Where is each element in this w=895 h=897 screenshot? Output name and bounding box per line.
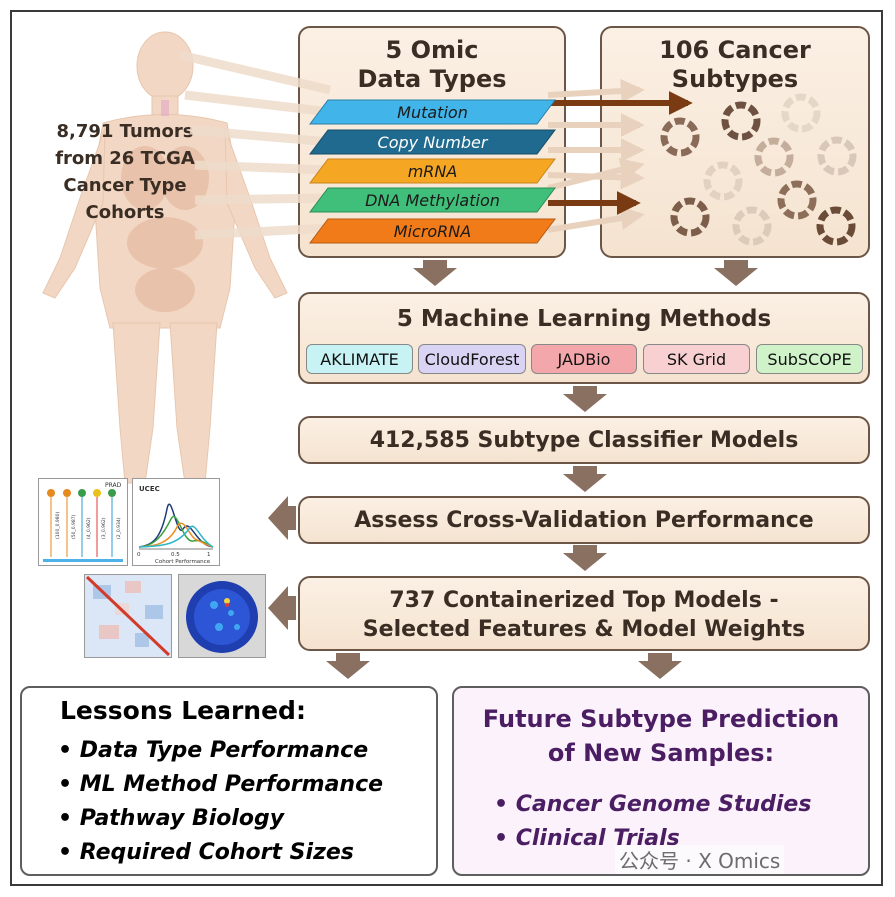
future-title-line1: Future Subtype Prediction [482,705,840,733]
lessons-item: • Required Cohort Sizes [58,840,354,865]
down-arrow [326,653,370,679]
prad-value: (4_0.962) [86,517,92,539]
omic-box-title-line2: Data Types [357,65,507,93]
subtype-ring [781,93,821,133]
prad-value: (3_0.962) [101,517,107,539]
prad-value: (2_0.934) [116,517,122,539]
top-models-line1: 737 Containerized Top Models - [389,588,779,613]
omic-box-title-line1: 5 Omic [385,36,479,64]
assess-performance-box: Assess Cross-Validation Performance [298,496,870,544]
subtype-rings [660,93,857,246]
ucec-performance-thumbnail: UCEC 0 0.5 1 Cohort Performance [132,478,220,566]
subtype-box-title-line1: 106 Cancer [659,36,811,64]
subtype-box-title-line2: Subtypes [671,65,799,93]
tumors-caption: 8,791 Tumors from 26 TCGA Cancer Type Co… [55,121,195,223]
subtype-ring [721,101,761,141]
subtype-ring [660,117,700,157]
prad-performance-thumbnail: PRAD (100_0.980) (50_0.987) (4_0.962) (3… [38,478,128,566]
future-title: Future Subtype Prediction of New Samples… [454,702,868,770]
subtype-ring [670,197,710,237]
subtype-ring [732,206,772,246]
lessons-learned-panel: Lessons Learned: • Data Type Performance… [20,686,438,876]
ml-method-aklimate: AKLIMATE [306,344,413,374]
correlation-heatmap-thumbnail [84,574,172,658]
future-item: • Cancer Genome Studies [494,792,812,817]
subtype-ring [754,137,794,177]
feature-network-thumbnail [178,574,266,658]
ml-method-cloudforest: CloudForest [418,344,526,374]
future-prediction-panel: Future Subtype Prediction of New Samples… [452,686,870,876]
down-arrow [714,260,758,286]
down-arrow [563,386,607,412]
subtype-ring [816,206,856,246]
omic-label-dna-methylation: DNA Methylation [365,190,500,210]
lessons-item: • Data Type Performance [58,738,369,763]
omic-label-microrna: MicroRNA [393,221,472,241]
left-arrow [268,496,296,540]
omic-bar-mutation [309,99,556,125]
subtype-ring [777,180,817,220]
omic-bar-copy-number [309,129,556,155]
ml-method-sk-grid: SK Grid [643,344,750,374]
ml-methods-title: 5 Machine Learning Methods [396,306,772,332]
ucec-label: UCEC [139,485,160,493]
ucec-tick: 0 [137,552,141,558]
omic-bar-mrna [309,158,556,184]
ml-method-jadbio: JADBio [531,344,637,374]
watermark: 公众号 · X Omics [615,845,785,874]
omic-bar-dna-methylation [309,187,556,213]
ucec-tick: 0.5 [171,552,180,558]
down-arrow [563,466,607,492]
prad-label: PRAD [105,482,122,489]
data-flow-rays [178,50,693,240]
left-arrow [268,586,296,630]
down-arrow [563,545,607,571]
prad-value: (100_0.980) [55,512,61,539]
lessons-item: • Pathway Biology [58,806,285,831]
lessons-list: • Data Type Performance • ML Method Perf… [58,734,383,870]
subtype-ring [817,136,857,176]
omic-label-mutation: Mutation [397,102,468,122]
classifier-models-label: 412,585 Subtype Classifier Models [369,427,799,453]
top-models-line2: Selected Features & Model Weights [362,617,806,642]
assess-performance-label: Assess Cross-Validation Performance [354,507,814,533]
top-models-box: 737 Containerized Top Models - Selected … [298,576,870,651]
omic-label-mrna: mRNA [407,161,458,181]
subtype-ring [703,161,743,201]
omic-label-copy-number: Copy Number [377,132,488,152]
lessons-title: Lessons Learned: [60,696,306,725]
down-arrow [638,653,682,679]
ucec-xlabel: Cohort Performance [155,559,211,565]
prad-value: (50_0.987) [71,514,77,539]
ucec-tick: 1 [207,552,211,558]
down-arrow [413,260,457,286]
ml-method-subscope: SubSCOPE [756,344,863,374]
future-title-line2: of New Samples: [547,739,775,767]
classifier-models-box: 412,585 Subtype Classifier Models [298,416,870,464]
omic-bar-microrna [309,218,556,244]
omic-bars [309,99,556,244]
lessons-item: • ML Method Performance [58,772,384,797]
